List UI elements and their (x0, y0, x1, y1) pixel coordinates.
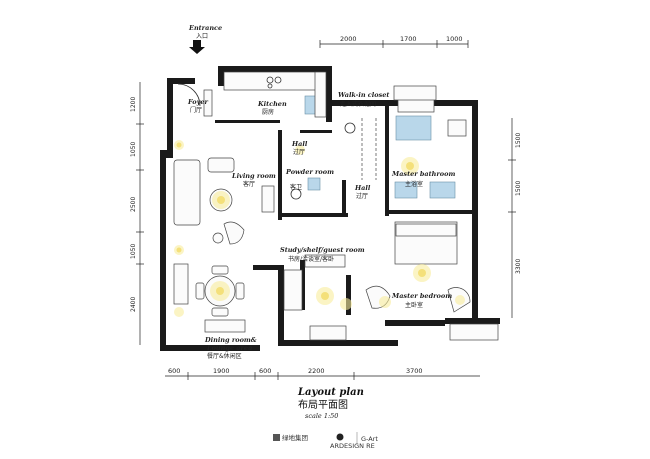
hall1-label-cn: 过厅 (293, 148, 305, 156)
title-en: Layout plan (297, 387, 364, 398)
kitchen-area (223, 71, 327, 118)
dim-top-2: 1700 (400, 35, 417, 43)
powder-label-en: Powder room (285, 168, 334, 176)
dim-top-1: 2000 (340, 35, 357, 43)
study-room-furniture (283, 254, 352, 311)
master-bath-label-en: Master bathroom (391, 170, 455, 178)
hall2-label-en: Hall (354, 184, 371, 192)
foyer-label-en: Foyer (187, 98, 209, 106)
plan-title: Layout plan 布局平面图 scale 1:50 (297, 387, 364, 420)
dimension-left: 1200 1050 2500 1050 2400 (130, 82, 144, 345)
scale-label: scale 1:50 (305, 412, 338, 420)
walkin-label-en: Walk-in closet (338, 91, 389, 99)
dim-right-3: 3300 (515, 259, 522, 274)
dim-bottom-5: 3700 (406, 367, 423, 375)
master-bedroom-furniture (365, 221, 499, 341)
powder-room-fixtures (290, 145, 321, 200)
title-cn: 布局平面图 (298, 399, 348, 411)
powder-label-cn: 客卫 (290, 183, 302, 191)
dining-label-cn: 餐厅&休闲区 (207, 352, 242, 360)
dim-right-1: 1500 (515, 133, 522, 148)
walkin-label-cn: 走入式衣帽间 (340, 100, 376, 108)
bathtub-icon (395, 115, 432, 141)
master-bathroom-fixtures (394, 97, 467, 199)
dim-right-2: 1500 (515, 181, 522, 196)
dim-left-4: 1050 (130, 244, 137, 259)
living-room-furniture (173, 140, 275, 255)
dim-left-3: 2500 (130, 197, 137, 212)
living-label-cn: 客厅 (243, 180, 255, 188)
logo-3: G-Art (361, 435, 378, 443)
ceiling-lamp-icon (406, 162, 414, 170)
dim-bottom-2: 1900 (213, 367, 230, 375)
master-bed-label-cn: 主卧室 (405, 301, 423, 309)
logo-1: 绿地集团 (282, 433, 308, 442)
greenland-logo-icon (273, 434, 280, 441)
dim-bottom-4: 2200 (308, 367, 325, 375)
dimension-bottom: 600 1900 600 2200 3700 (165, 367, 480, 380)
hall1-label-en: Hall (291, 140, 308, 148)
study-label-cn: 书房/洽谈室/客卧 (288, 255, 334, 263)
room-labels: Foyer 门厅 Kitchen 厨房 Walk-in closet 走入式衣帽… (187, 91, 455, 360)
dining-label-en: Dining room& (204, 336, 257, 344)
hall2-label-cn: 过厅 (356, 192, 368, 200)
dimension-right: 1500 1500 3300 (508, 118, 522, 318)
walkin-closet-fixtures (344, 118, 377, 180)
logo-2: ARDESIGN RE (330, 442, 375, 450)
entrance-label-en: Entrance (188, 24, 222, 32)
ardesign-logo-icon (336, 433, 344, 441)
door-swing-icon (177, 83, 201, 107)
master-bath-label-cn: 主浴室 (405, 180, 423, 188)
dim-bottom-3: 600 (259, 367, 271, 375)
kitchen-label-en: Kitchen (257, 100, 287, 108)
dimension-top: 2000 1700 1000 (319, 35, 469, 48)
foyer-label-cn: 门厅 (190, 106, 202, 114)
entrance-arrow-icon (189, 40, 205, 54)
dining-area-furniture (173, 263, 246, 333)
entrance-label-cn: 入口 (196, 33, 208, 40)
dim-bottom-1: 600 (168, 367, 180, 375)
dim-left-2: 1050 (130, 142, 137, 157)
sofa-icon (173, 159, 201, 226)
footer-logos: 绿地集团 ARDESIGN RE G-Art (273, 432, 378, 450)
ceiling-lamp-icon (217, 196, 225, 204)
master-bed-label-en: Master bedroom (391, 292, 452, 300)
living-label-en: Living room (231, 172, 276, 180)
dim-left-5: 2400 (130, 297, 137, 312)
kitchen-label-cn: 厨房 (262, 108, 274, 116)
entrance-marker: Entrance 入口 (188, 24, 222, 54)
study-label-en: Study/shelf/guest room (280, 246, 365, 254)
dining-label-en2: Lounge area (206, 344, 252, 352)
dim-top-3: 1000 (446, 35, 463, 43)
interior-walls (215, 106, 475, 315)
dim-left-1: 1200 (130, 97, 137, 112)
